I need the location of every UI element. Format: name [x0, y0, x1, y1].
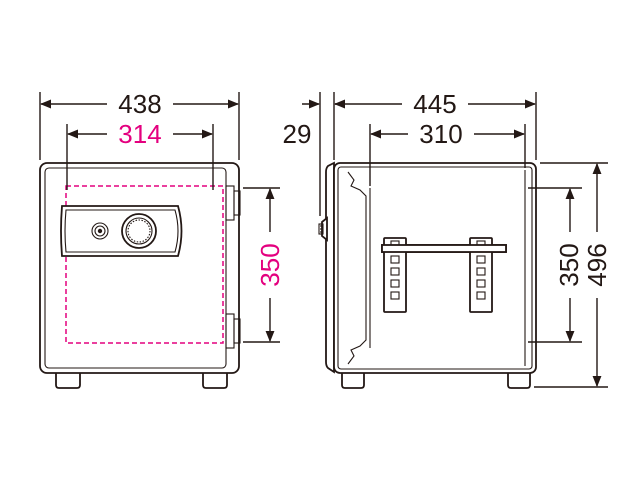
front-outer-width-label: 438: [118, 89, 161, 119]
side-door-edge: [325, 161, 335, 374]
handle-depth-label: 29: [283, 119, 312, 149]
side-outer-height-label: 496: [582, 243, 612, 286]
front-left-foot: [55, 372, 81, 389]
side-view: 445 310 29 350 496: [283, 88, 613, 389]
side-inner-depth-label: 310: [419, 119, 462, 149]
hinge-top: [225, 185, 241, 221]
interior-outline: [65, 185, 224, 344]
side-body-inner: [337, 166, 533, 370]
front-view: 438 314 350: [39, 88, 286, 389]
front-right-foot: [202, 372, 228, 389]
dial-icon: [121, 213, 157, 249]
front-inner-width-label: 314: [118, 119, 161, 149]
side-interior-cutaway: [347, 171, 367, 365]
hinge-bottom: [225, 313, 241, 349]
front-door: [44, 167, 227, 369]
side-left-foot: [341, 372, 365, 389]
key-lock-icon: [91, 222, 109, 240]
side-dial-knob-icon: [318, 216, 328, 242]
front-inner-height-label: 350: [255, 243, 285, 286]
front-body: [39, 162, 240, 374]
side-right-foot: [507, 372, 531, 389]
side-body: [333, 162, 537, 374]
side-shelf-front: [381, 244, 507, 253]
side-outer-depth-label: 445: [413, 89, 456, 119]
shelf-bracket-left: [383, 237, 407, 313]
side-inner-height-label: 350: [554, 243, 584, 286]
